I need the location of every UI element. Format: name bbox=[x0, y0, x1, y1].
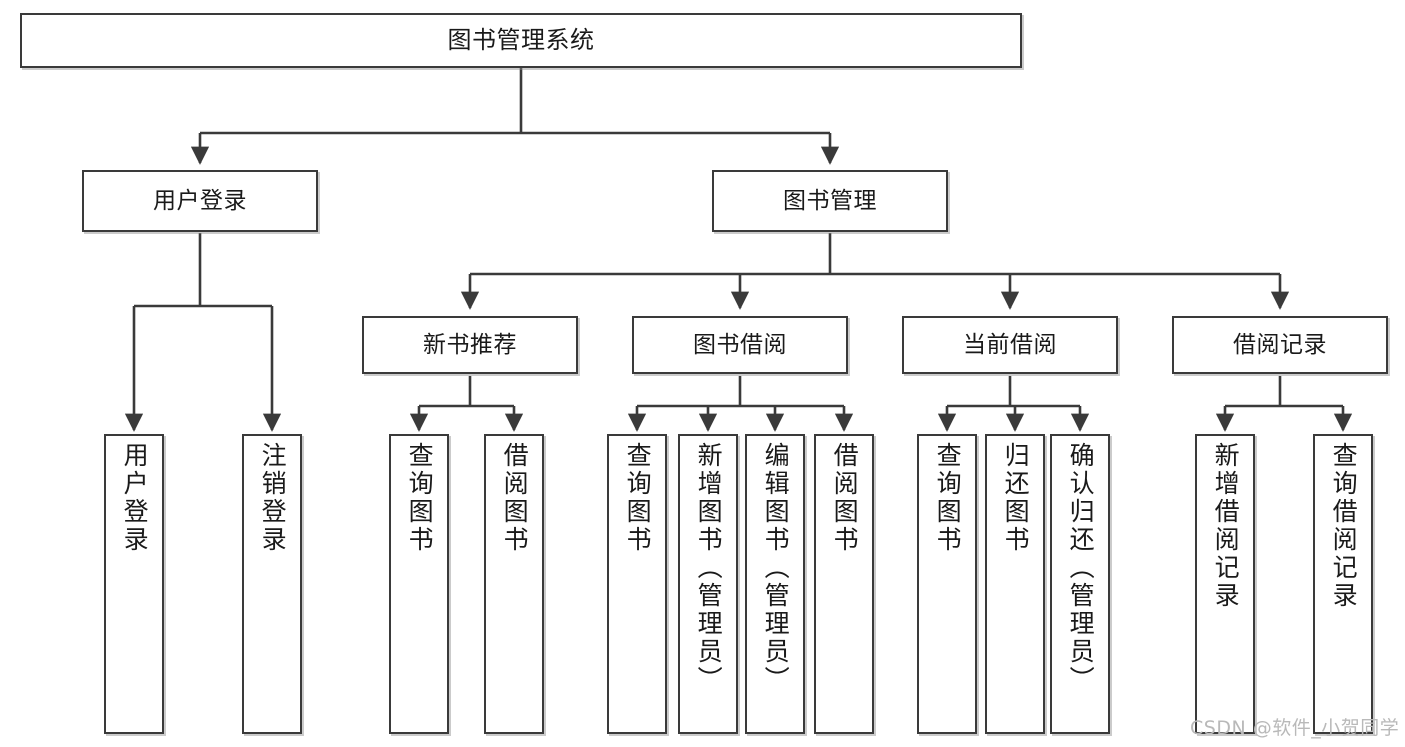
leaf-query-book-1-label: 查询图书 bbox=[405, 442, 435, 554]
node-user-login[interactable]: 用户登录 bbox=[82, 170, 318, 232]
leaf-query-record[interactable]: 查询借阅记录 bbox=[1313, 434, 1373, 734]
node-root[interactable]: 图书管理系统 bbox=[20, 13, 1022, 68]
leaf-query-book-2[interactable]: 查询图书 bbox=[607, 434, 667, 734]
leaf-user-login[interactable]: 用户登录 bbox=[104, 434, 164, 734]
leaf-user-login-label: 用户登录 bbox=[120, 442, 150, 554]
leaf-edit-book[interactable]: 编辑图书（管理员） bbox=[745, 434, 805, 734]
leaf-query-record-label: 查询借阅记录 bbox=[1329, 442, 1359, 610]
node-new-book-recommend[interactable]: 新书推荐 bbox=[362, 316, 578, 374]
node-borrow-record-label: 借阅记录 bbox=[1233, 331, 1327, 358]
node-book-borrow[interactable]: 图书借阅 bbox=[632, 316, 848, 374]
leaf-return-book-label: 归还图书 bbox=[1001, 442, 1031, 554]
node-book-manage-label: 图书管理 bbox=[783, 187, 877, 214]
leaf-edit-book-label: 编辑图书（管理员） bbox=[761, 442, 791, 694]
leaf-logout-login[interactable]: 注销登录 bbox=[242, 434, 302, 734]
leaf-add-record-label: 新增借阅记录 bbox=[1211, 442, 1241, 610]
node-book-manage[interactable]: 图书管理 bbox=[712, 170, 948, 232]
leaf-confirm-return-label: 确认归还（管理员） bbox=[1066, 442, 1096, 694]
leaf-query-book-1[interactable]: 查询图书 bbox=[389, 434, 449, 734]
leaf-borrow-book-1[interactable]: 借阅图书 bbox=[484, 434, 544, 734]
leaf-query-book-2-label: 查询图书 bbox=[623, 442, 653, 554]
leaf-add-record[interactable]: 新增借阅记录 bbox=[1195, 434, 1255, 734]
leaf-borrow-book-2[interactable]: 借阅图书 bbox=[814, 434, 874, 734]
leaf-confirm-return[interactable]: 确认归还（管理员） bbox=[1050, 434, 1110, 734]
leaf-borrow-book-1-label: 借阅图书 bbox=[500, 442, 530, 554]
leaf-borrow-book-2-label: 借阅图书 bbox=[830, 442, 860, 554]
node-current-borrow[interactable]: 当前借阅 bbox=[902, 316, 1118, 374]
leaf-add-book-label: 新增图书（管理员） bbox=[694, 442, 724, 694]
leaf-logout-login-label: 注销登录 bbox=[258, 442, 288, 554]
leaf-query-book-3[interactable]: 查询图书 bbox=[917, 434, 977, 734]
node-user-login-label: 用户登录 bbox=[153, 187, 247, 214]
leaf-return-book[interactable]: 归还图书 bbox=[985, 434, 1045, 734]
node-new-book-recommend-label: 新书推荐 bbox=[423, 331, 517, 358]
node-book-borrow-label: 图书借阅 bbox=[693, 331, 787, 358]
leaf-query-book-3-label: 查询图书 bbox=[933, 442, 963, 554]
node-root-label: 图书管理系统 bbox=[447, 25, 595, 54]
node-current-borrow-label: 当前借阅 bbox=[963, 331, 1057, 358]
leaf-add-book[interactable]: 新增图书（管理员） bbox=[678, 434, 738, 734]
node-borrow-record[interactable]: 借阅记录 bbox=[1172, 316, 1388, 374]
